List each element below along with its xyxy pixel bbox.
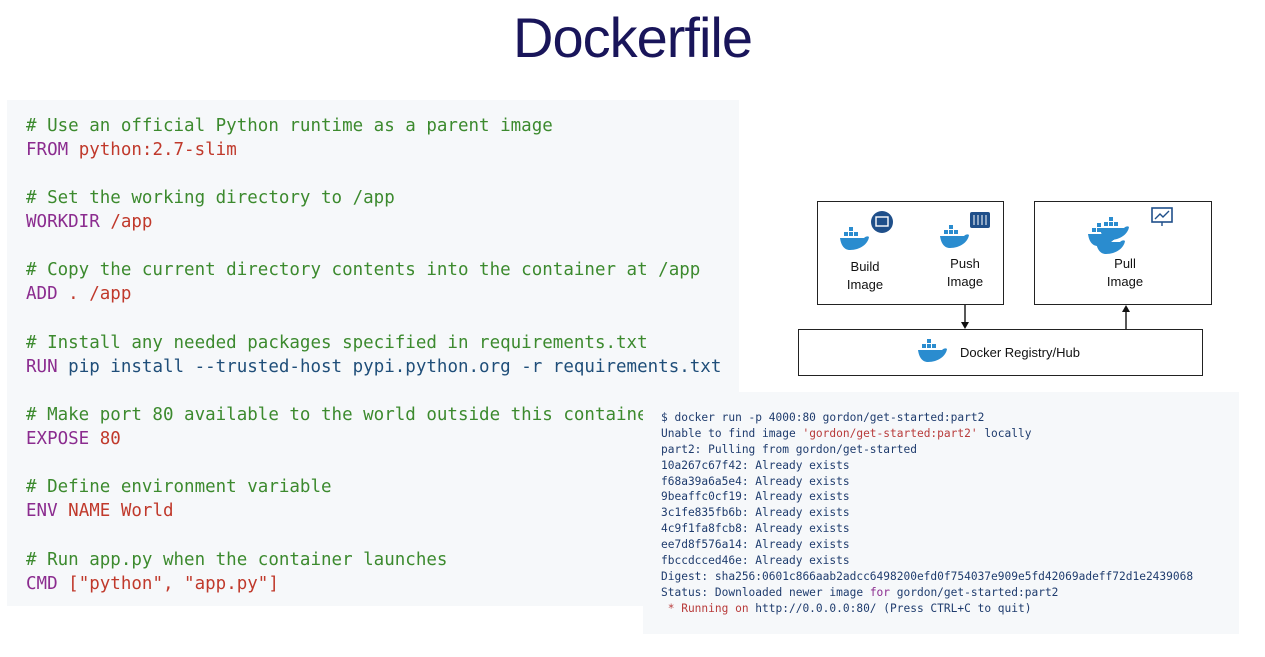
code-keyword: EXPOSE xyxy=(26,429,90,449)
code-argument-key: NAME xyxy=(68,501,111,521)
code-instruction: ENV NAME World xyxy=(26,499,174,523)
code-instruction: RUN pip install --trusted-host pypi.pyth… xyxy=(26,355,721,379)
code-instruction: ADD . /app xyxy=(26,282,131,306)
push-label: Push Image xyxy=(930,255,1000,291)
registry-box xyxy=(798,329,1203,376)
pull-badge-icon xyxy=(1151,207,1173,226)
pull-arrow xyxy=(1122,305,1130,329)
terminal-layer-line: 4c9f1fa8fcb8: Already exists xyxy=(661,522,850,535)
pull-box xyxy=(1034,201,1212,305)
code-comment: # Make port 80 available to the world ou… xyxy=(26,405,659,425)
push-arrow xyxy=(961,305,969,329)
code-instruction: EXPOSE 80 xyxy=(26,427,121,451)
pull-whales-icon xyxy=(1088,217,1129,254)
terminal-layer-line: 10a267c67f42: Already exists xyxy=(661,459,850,472)
page-title: Dockerfile xyxy=(513,6,753,69)
code-comment: # Install any needed packages specified … xyxy=(26,333,648,353)
push-label-line-1: Push xyxy=(950,256,980,271)
terminal-keyword: for xyxy=(869,586,891,599)
code-argument: . /app xyxy=(68,284,132,304)
build-label: Build Image xyxy=(830,258,900,294)
terminal-image-name: 'gordon/get-started:part2' xyxy=(802,427,978,440)
terminal-layer-line: 3c1fe835fb6b: Already exists xyxy=(661,506,850,519)
terminal-running: * Running on http://0.0.0.0:80/ (Press C… xyxy=(661,601,1032,617)
pull-label: Pull Image xyxy=(1090,255,1160,291)
push-badge-icon xyxy=(970,212,990,228)
code-comment: # Use an official Python runtime as a pa… xyxy=(26,116,553,136)
pull-label-line-2: Image xyxy=(1106,274,1144,289)
terminal-layer-line: ee7d8f576a14: Already exists xyxy=(661,538,850,551)
build-label-line-1: Build xyxy=(850,259,880,274)
code-keyword: ENV xyxy=(26,501,58,521)
docker-workflow-diagram: Build Image Push Image Pull Image Docker… xyxy=(790,190,1220,380)
code-keyword: ADD xyxy=(26,284,58,304)
terminal-text: gordon/get-started:part2 xyxy=(890,586,1059,599)
terminal-text: locally xyxy=(977,427,1032,440)
diagram-graphics xyxy=(840,207,1173,362)
build-label-line-2: Image xyxy=(846,277,884,292)
code-comment: # Set the working directory to /app xyxy=(26,188,395,208)
registry-whale-icon xyxy=(918,339,947,362)
dockerfile-code-block: # Use an official Python runtime as a pa… xyxy=(7,100,739,606)
terminal-line: part2: Pulling from gordon/get-started xyxy=(661,443,917,456)
code-comment: # Define environment variable xyxy=(26,477,332,497)
build-whale-icon xyxy=(840,227,869,250)
code-instruction: FROM python:2.7-slim xyxy=(26,138,237,162)
terminal-output: $ docker run -p 4000:80 gordon/get-start… xyxy=(643,392,1239,634)
push-label-line-2: Image xyxy=(946,274,984,289)
terminal-layer-line: f68a39a6a5e4: Already exists xyxy=(661,475,850,488)
terminal-command: $ docker run -p 4000:80 gordon/get-start… xyxy=(661,411,985,424)
terminal-url: http://0.0.0.0:80/ xyxy=(755,602,877,615)
code-keyword: FROM xyxy=(26,140,69,160)
code-instruction: CMD ["python", "app.py"] xyxy=(26,572,279,596)
code-comment: # Run app.py when the container launches xyxy=(26,550,448,570)
terminal-digest: Digest: sha256:0601c866aab2adcc6498200ef… xyxy=(661,570,1194,583)
terminal-text: Status: Downloaded newer image xyxy=(661,586,870,599)
code-argument: pip install --trusted-host pypi.python.o… xyxy=(68,357,722,377)
code-argument: /app xyxy=(110,212,153,232)
code-keyword: CMD xyxy=(26,574,58,594)
pull-label-line-1: Pull xyxy=(1114,256,1136,271)
terminal-text: (Press CTRL+C to quit) xyxy=(876,602,1032,615)
registry-label: Docker Registry/Hub xyxy=(960,345,1080,360)
push-whale-icon xyxy=(940,225,969,248)
terminal-text: Unable to find image xyxy=(661,427,803,440)
code-argument: 80 xyxy=(99,429,121,449)
code-instruction: WORKDIR /app xyxy=(26,210,152,234)
code-keyword: RUN xyxy=(26,357,58,377)
build-badge-icon xyxy=(871,211,893,233)
code-argument: python:2.7-slim xyxy=(78,140,237,160)
code-keyword: WORKDIR xyxy=(26,212,100,232)
terminal-bullet: * Running on xyxy=(661,602,756,615)
terminal-status: Status: Downloaded newer image for gordo… xyxy=(661,585,1058,601)
code-comment: # Copy the current directory contents in… xyxy=(26,260,701,280)
terminal-layer-line: fbccdcced46e: Already exists xyxy=(661,554,850,567)
terminal-layer-line: 9beaffc0cf19: Already exists xyxy=(661,490,850,503)
code-argument: ["python", "app.py"] xyxy=(68,574,279,594)
terminal-line: Unable to find image 'gordon/get-started… xyxy=(661,426,1031,442)
code-argument: World xyxy=(120,501,174,521)
